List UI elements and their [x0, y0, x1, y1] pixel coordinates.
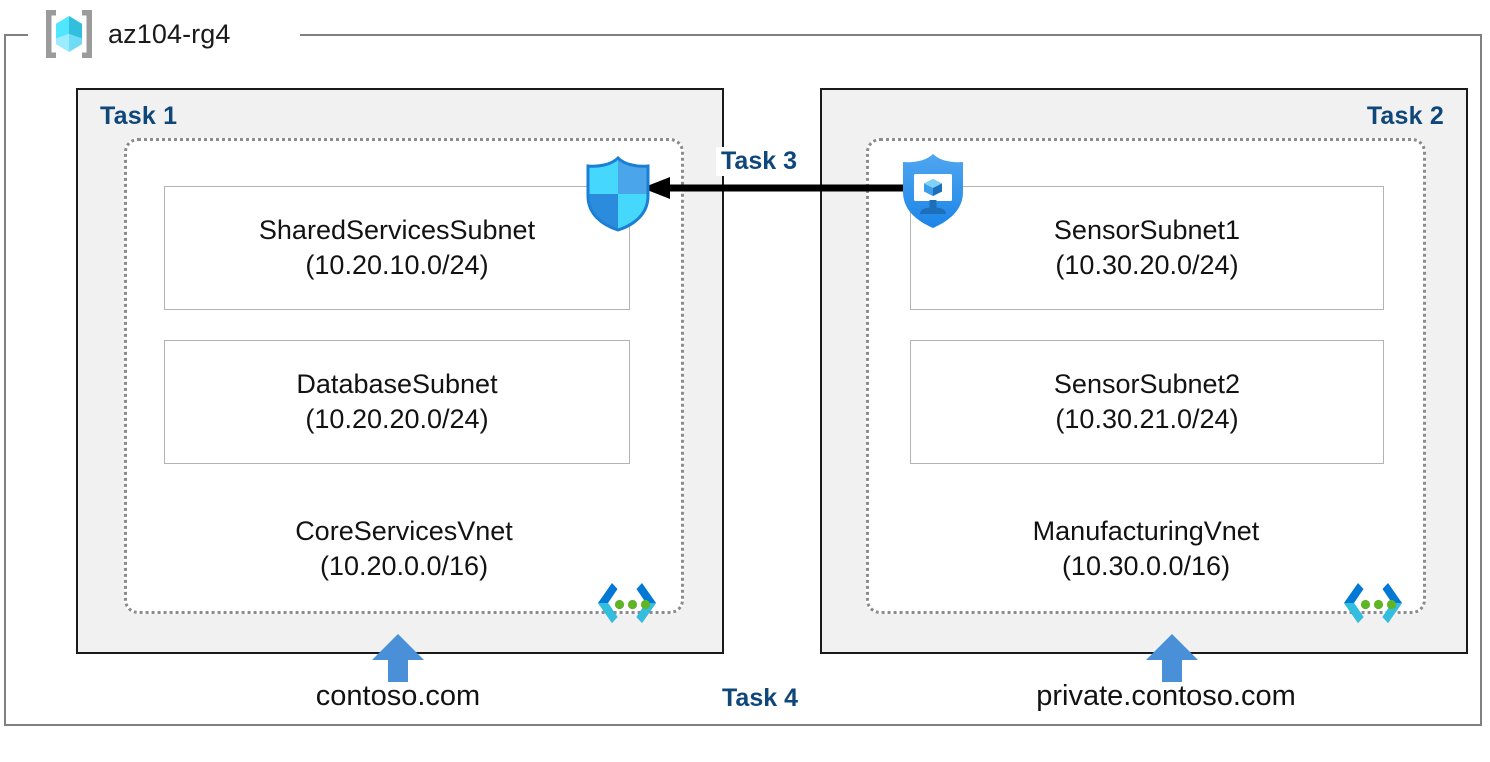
subnet-sensor-1: SensorSubnet1 (10.30.20.0/24)	[910, 186, 1384, 310]
network-security-group-shield-icon	[582, 155, 654, 232]
resource-group-boundary	[4, 34, 1482, 726]
subnet-name: SharedServicesSubnet	[258, 215, 536, 246]
virtual-network-icon	[592, 580, 662, 626]
dns-zone-contoso: contoso.com	[315, 680, 481, 712]
vnet-name: ManufacturingVnet	[1032, 516, 1260, 546]
task-1-label: Task 1	[100, 102, 178, 130]
resource-group-cube-icon	[40, 6, 98, 62]
subnet-cidr: (10.20.10.0/24)	[305, 250, 489, 280]
subnet-database: DatabaseSubnet (10.20.20.0/24)	[164, 340, 630, 464]
subnet-sensor-2: SensorSubnet2 (10.30.21.0/24)	[910, 340, 1384, 464]
task-4-label: Task 4	[722, 684, 798, 712]
resource-group-name: az104-rg4	[108, 18, 231, 49]
resource-group-header: az104-rg4	[40, 6, 230, 62]
vnet-cidr: (10.30.0.0/16)	[1061, 550, 1231, 581]
subnet-shared-services: SharedServicesSubnet (10.20.10.0/24)	[164, 186, 630, 310]
subnet-name: SensorSubnet1	[1053, 215, 1241, 246]
task-2-label: Task 2	[1366, 102, 1444, 130]
vnet-name: CoreServicesVnet	[295, 516, 513, 546]
dns-zone-private-contoso: private.contoso.com	[1036, 680, 1296, 712]
subnet-cidr: (10.30.20.0/24)	[1055, 250, 1239, 280]
task-3-connection-arrow	[640, 172, 912, 204]
task-3-label: Task 3	[716, 147, 802, 176]
vnet-cidr: (10.20.0.0/16)	[319, 550, 489, 581]
up-arrow-icon	[372, 634, 424, 682]
subnet-name: DatabaseSubnet	[296, 369, 498, 400]
resource-group-title-gap	[28, 26, 300, 44]
subnet-name: SensorSubnet2	[1053, 369, 1241, 400]
manufacturing-vnet-caption: ManufacturingVnet (10.30.0.0/16)	[866, 514, 1426, 583]
subnet-cidr: (10.30.21.0/24)	[1055, 404, 1239, 434]
subnet-cidr: (10.20.20.0/24)	[305, 404, 489, 434]
azure-bastion-shield-icon	[897, 152, 969, 230]
core-services-vnet-caption: CoreServicesVnet (10.20.0.0/16)	[124, 514, 684, 583]
up-arrow-icon	[1146, 634, 1198, 682]
virtual-network-icon	[1338, 580, 1408, 626]
